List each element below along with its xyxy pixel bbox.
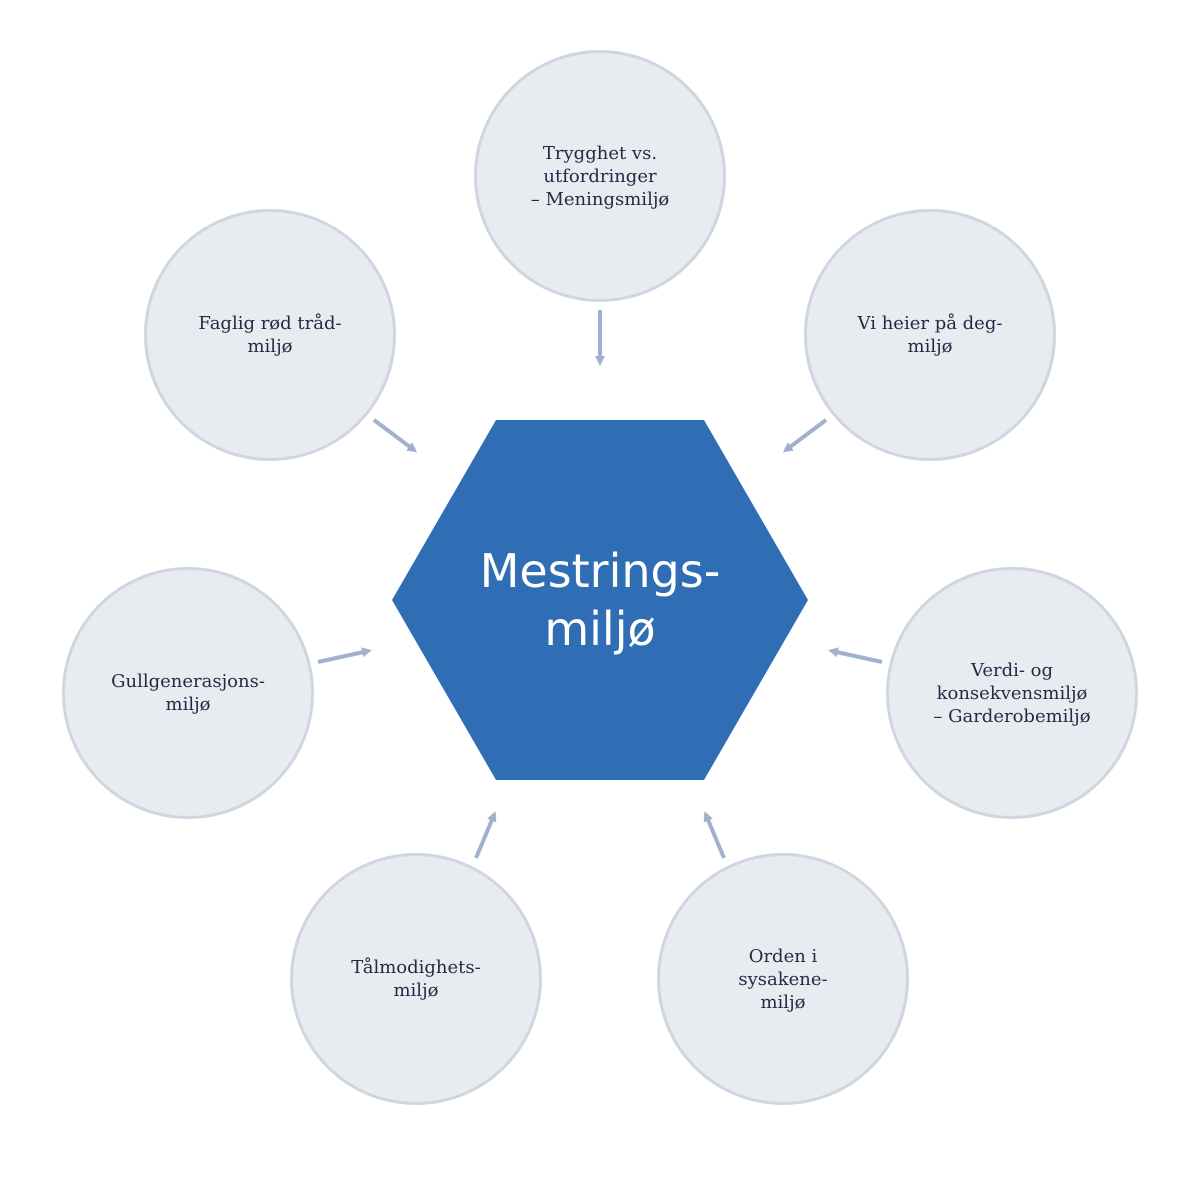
arrow-top-left <box>372 418 418 453</box>
node-top-right: Vi heier på deg- miljø <box>804 209 1056 461</box>
node-bottom-right: Orden i sysakene- miljø <box>657 853 909 1105</box>
arrow-bottom-left <box>474 811 497 859</box>
arrow-left <box>317 647 372 664</box>
node-top: Trygghet vs. utfordringer – Meningsmiljø <box>474 50 726 302</box>
arrow-bottom-right <box>703 811 726 859</box>
center-hexagon <box>392 420 808 780</box>
arrow-top-right <box>782 418 828 453</box>
node-bottom-right-label: Orden i sysakene- miljø <box>738 945 828 1013</box>
node-bottom-left: Tålmodighets- miljø <box>290 853 542 1105</box>
node-top-left: Faglig rød tråd- miljø <box>144 209 396 461</box>
node-left: Gullgenerasjons- miljø <box>62 567 314 819</box>
center-label: Mestrings- miljø <box>479 544 721 656</box>
node-bottom-left-label: Tålmodighets- miljø <box>351 957 481 1001</box>
node-top-left-label: Faglig rød tråd- miljø <box>198 313 342 357</box>
node-left-label: Gullgenerasjons- miljø <box>111 671 265 715</box>
node-right-label: Verdi- og konsekvensmiljø – Garderobemil… <box>933 659 1091 727</box>
node-top-right-label: Vi heier på deg- miljø <box>857 313 1003 357</box>
node-right: Verdi- og konsekvensmiljø – Garderobemil… <box>886 567 1138 819</box>
arrow-right <box>828 647 883 664</box>
node-top-label: Trygghet vs. utfordringer – Meningsmiljø <box>530 142 670 210</box>
